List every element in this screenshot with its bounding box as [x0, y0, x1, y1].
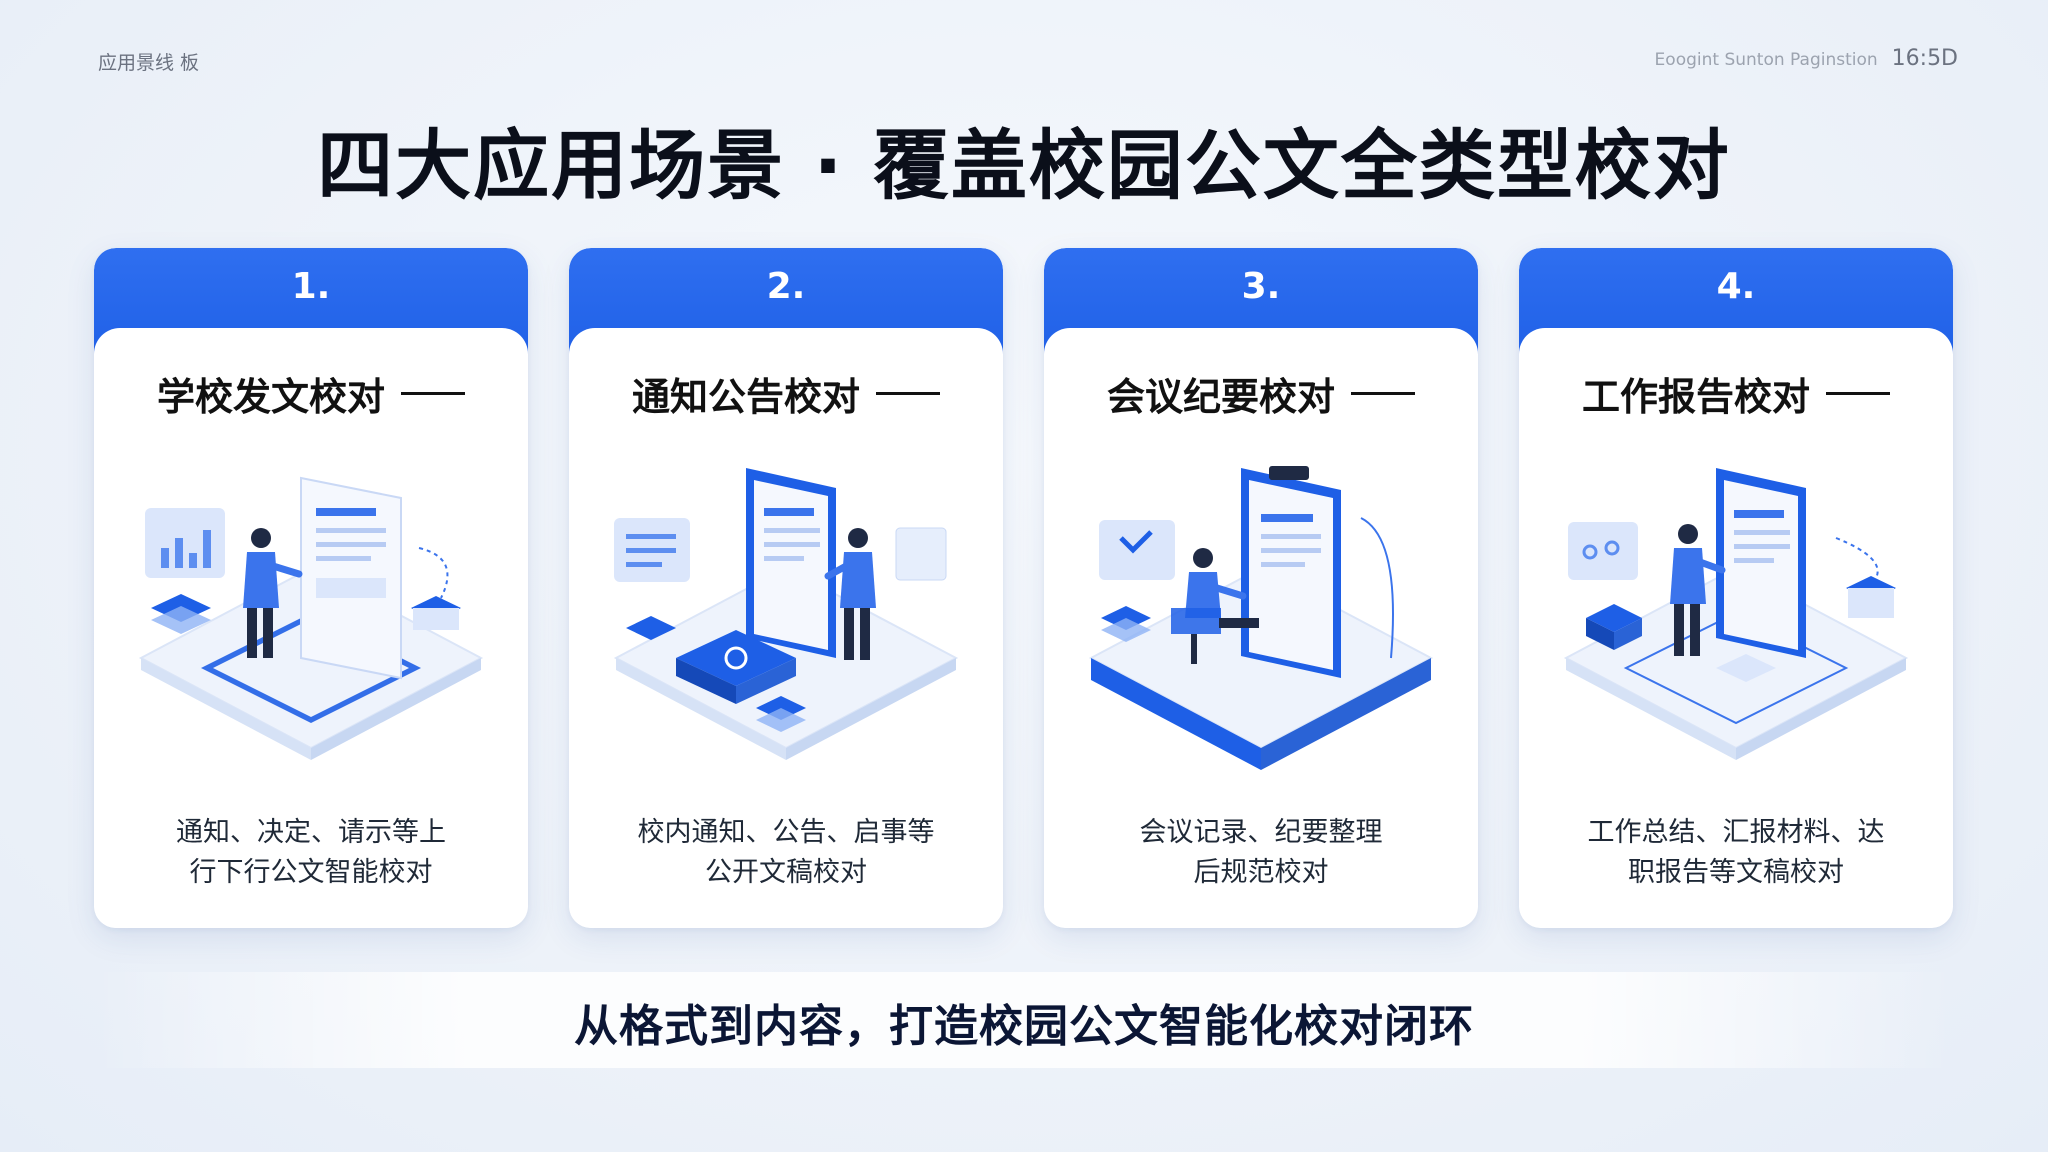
notice-review-illustration-icon — [613, 468, 959, 760]
section-label: 应用景线 板 — [98, 52, 200, 74]
card-title: 通知公告校对 — [569, 366, 1003, 421]
title-dash — [1351, 392, 1415, 395]
card-desc-line-2: 公开文稿校对 — [705, 857, 867, 888]
meeting-notes-illustration-icon — [1088, 466, 1434, 770]
document-review-illustration-icon — [138, 476, 484, 760]
card-number: 4. — [1716, 266, 1756, 307]
footer-slogan: 从格式到内容，打造校园公文智能化校对闭环 — [574, 1001, 1474, 1052]
card-title: 会议纪要校对 — [1044, 366, 1478, 421]
card-description: 会议记录、纪要整理 后规范校对 — [1064, 813, 1458, 893]
page-number: 16:5D — [1891, 46, 1958, 71]
card-desc-line-2: 后规范校对 — [1193, 857, 1329, 888]
card-title-text: 通知公告校对 — [631, 375, 860, 419]
card-desc-line-1: 校内通知、公告、启事等 — [637, 817, 935, 848]
card-description: 工作总结、汇报材料、达 职报告等文稿校对 — [1539, 813, 1933, 893]
scenario-card-4: 4. 工作报告校对 — [1519, 248, 1953, 928]
page-title: 四大应用场景 · 覆盖校园公文全类型校对 — [317, 121, 1731, 210]
card-body: 通知公告校对 — [569, 328, 1003, 928]
scenario-card-1: 1. 学校发文校对 — [94, 248, 528, 928]
card-number: 3. — [1241, 266, 1281, 307]
meta-text: Eoogint Sunton Paginstion — [1654, 50, 1878, 70]
title-dash — [876, 392, 940, 395]
card-desc-line-1: 工作总结、汇报材料、达 — [1587, 817, 1885, 848]
title-dash — [401, 392, 465, 395]
card-desc-line-2: 行下行公文智能校对 — [189, 857, 433, 888]
card-body: 工作报告校对 — [1519, 328, 1953, 928]
page-meta: Eoogint Sunton Paginstion 16:5D — [1655, 46, 1958, 71]
scenario-card-2: 2. 通知公告校对 — [569, 248, 1003, 928]
card-number: 1. — [291, 266, 331, 307]
card-description: 校内通知、公告、启事等 公开文稿校对 — [589, 813, 983, 893]
footer-band — [94, 972, 1954, 1068]
card-title: 学校发文校对 — [94, 366, 528, 421]
card-description: 通知、决定、请示等上 行下行公文智能校对 — [114, 813, 508, 893]
card-title-text: 会议纪要校对 — [1106, 375, 1335, 419]
card-title-text: 学校发文校对 — [156, 375, 385, 419]
card-desc-line-2: 职报告等文稿校对 — [1628, 857, 1844, 888]
card-body: 会议纪要校对 — [1044, 328, 1478, 928]
card-title-text: 工作报告校对 — [1581, 375, 1810, 419]
scenario-card-3: 3. 会议纪要校对 — [1044, 248, 1478, 928]
card-title: 工作报告校对 — [1519, 366, 1953, 421]
card-number: 2. — [766, 266, 806, 307]
title-dash — [1826, 392, 1890, 395]
card-desc-line-1: 通知、决定、请示等上 — [176, 817, 446, 848]
card-desc-line-1: 会议记录、纪要整理 — [1139, 817, 1383, 848]
work-report-illustration-icon — [1563, 468, 1909, 760]
card-body: 学校发文校对 — [94, 328, 528, 928]
scenario-cards: 1. 学校发文校对 — [94, 248, 1953, 928]
